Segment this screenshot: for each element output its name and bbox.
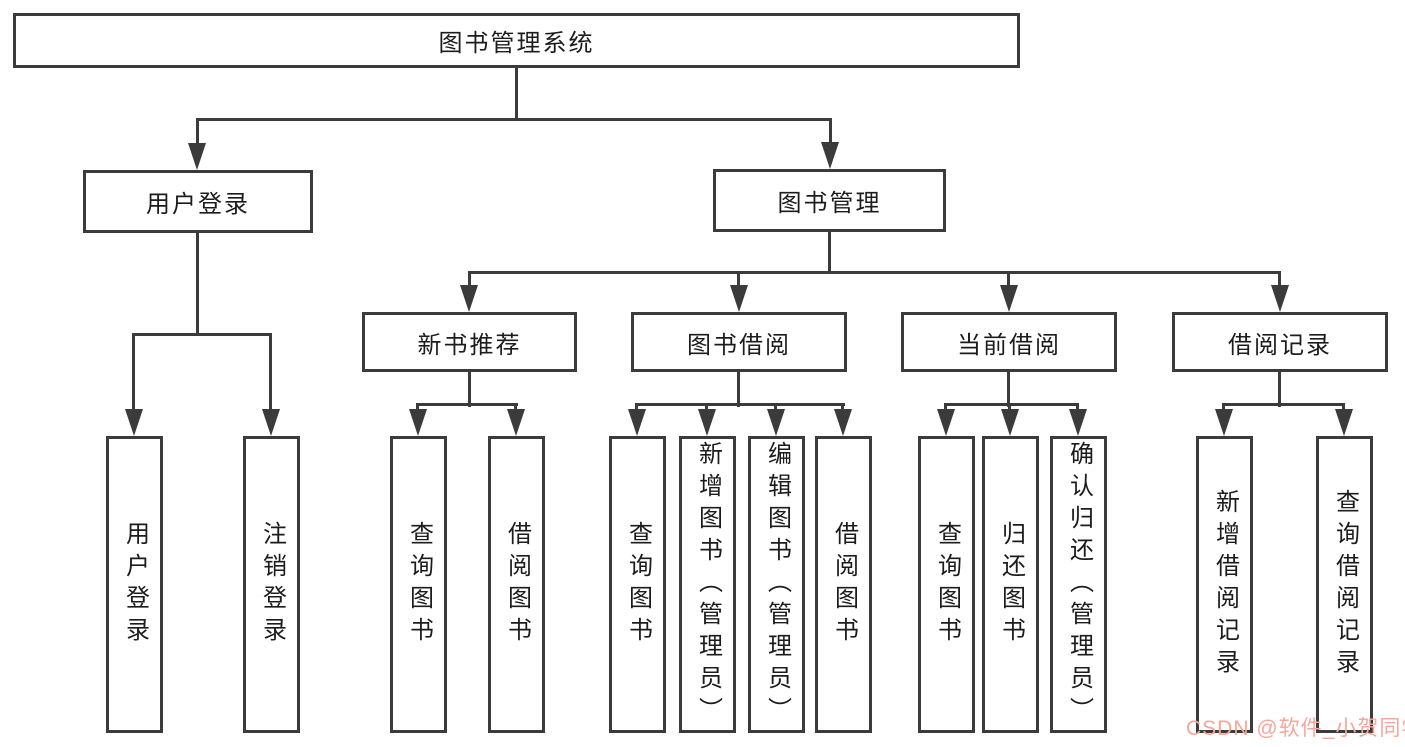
leaf-borrow-books-recommend: 借阅图书: [488, 436, 545, 733]
node-label: 当前借阅: [957, 331, 1061, 359]
leaf-query-books-recommend: 查询图书: [390, 436, 447, 733]
arrow-down-icon: [1335, 409, 1353, 436]
node-borrowing-records: 借阅记录: [1172, 312, 1388, 372]
node-book-management: 图书管理: [713, 169, 946, 232]
leaf-label: 归还图书: [997, 520, 1025, 649]
connector-line: [635, 403, 845, 406]
connector-line: [1007, 271, 1010, 287]
arrow-down-icon: [937, 409, 955, 436]
arrow-down-icon: [409, 409, 427, 436]
connector-line: [132, 333, 135, 411]
connector-line: [132, 333, 272, 336]
connector-line: [828, 232, 831, 273]
arrow-down-icon: [460, 285, 478, 312]
node-library-management-system: 图书管理系统: [13, 13, 1020, 68]
connector-line: [1222, 403, 1225, 411]
node-label: 借阅记录: [1228, 331, 1332, 359]
arrow-down-icon: [821, 142, 839, 169]
connector-line: [705, 403, 708, 411]
node-label: 新书推荐: [417, 331, 522, 359]
leaf-label: 注销登录: [258, 520, 286, 649]
arrow-down-icon: [262, 409, 280, 436]
arrow-down-icon: [1000, 285, 1018, 312]
node-user-login: 用户登录: [83, 170, 313, 233]
connector-line: [944, 403, 1079, 406]
connector-line: [774, 403, 777, 411]
arrow-down-icon: [698, 409, 716, 436]
arrow-down-icon: [125, 409, 143, 436]
arrow-down-icon: [1001, 409, 1019, 436]
connector-line: [841, 403, 844, 411]
connector-line: [515, 68, 518, 118]
csdn-watermark: CSDN @软件_小贺同学: [1186, 717, 1405, 740]
leaf-label: 确认归还（管理员）: [1065, 440, 1093, 729]
connector-line: [269, 333, 272, 411]
arrow-down-icon: [1215, 409, 1233, 436]
connector-line: [1008, 403, 1011, 411]
arrow-down-icon: [730, 285, 748, 312]
leaf-label: 查询图书: [624, 520, 652, 649]
connector-line: [1342, 403, 1345, 411]
leaf-logout: 注销登录: [243, 436, 300, 733]
connector-line: [1007, 372, 1010, 407]
leaf-label: 查询图书: [405, 520, 433, 649]
node-label: 用户登录: [146, 191, 250, 218]
leaf-label: 编辑图书（管理员）: [763, 440, 791, 729]
leaf-label: 用户登录: [121, 520, 149, 649]
leaf-label: 新增图书（管理员）: [694, 440, 722, 729]
node-new-book-recommendation: 新书推荐: [362, 312, 577, 372]
connector-line: [514, 403, 517, 411]
leaf-label: 查询借阅记录: [1331, 488, 1359, 681]
connector-line: [635, 403, 638, 411]
connector-line: [417, 403, 518, 406]
connector-line: [829, 118, 832, 144]
arrow-down-icon: [834, 409, 852, 436]
leaf-edit-book-admin: 编辑图书（管理员）: [748, 436, 805, 733]
node-book-borrowing: 图书借阅: [631, 312, 847, 372]
node-label: 图书借阅: [687, 331, 791, 359]
leaf-label: 新增借阅记录: [1211, 488, 1239, 681]
connector-line: [1222, 403, 1345, 406]
connector-line: [737, 271, 740, 287]
leaf-add-book-admin: 新增图书（管理员）: [679, 436, 736, 733]
connector-line: [1278, 372, 1281, 407]
connector-line: [468, 372, 471, 407]
arrow-down-icon: [1271, 285, 1289, 312]
leaf-borrow-books: 借阅图书: [815, 436, 872, 733]
arrow-down-icon: [507, 409, 525, 436]
leaf-label: 借阅图书: [503, 520, 531, 649]
connector-line: [416, 403, 419, 411]
arrow-down-icon: [1069, 409, 1087, 436]
connector-line: [737, 372, 740, 407]
leaf-query-books-borrow: 查询图书: [609, 436, 666, 733]
leaf-add-borrow-record: 新增借阅记录: [1196, 436, 1253, 733]
arrow-down-icon: [767, 409, 785, 436]
node-label: 图书管理: [777, 190, 882, 217]
leaf-query-borrow-record: 查询借阅记录: [1316, 436, 1373, 733]
connector-line: [1076, 403, 1079, 411]
connector-line: [196, 233, 199, 335]
leaf-label: 查询图书: [933, 520, 961, 649]
leaf-confirm-return-admin: 确认归还（管理员）: [1050, 436, 1107, 733]
connector-line: [196, 118, 832, 121]
leaf-label: 借阅图书: [830, 520, 858, 649]
node-current-borrowing: 当前借阅: [901, 312, 1117, 372]
leaf-query-books-current: 查询图书: [918, 436, 975, 733]
arrow-down-icon: [188, 143, 206, 170]
connector-line: [944, 403, 947, 411]
connector-line: [196, 118, 199, 145]
connector-line: [468, 271, 1281, 274]
node-label: 图书管理系统: [438, 30, 595, 57]
arrow-down-icon: [628, 409, 646, 436]
leaf-return-books: 归还图书: [982, 436, 1039, 733]
leaf-user-login: 用户登录: [106, 436, 163, 733]
connector-line: [1278, 271, 1281, 287]
connector-line: [468, 271, 471, 287]
